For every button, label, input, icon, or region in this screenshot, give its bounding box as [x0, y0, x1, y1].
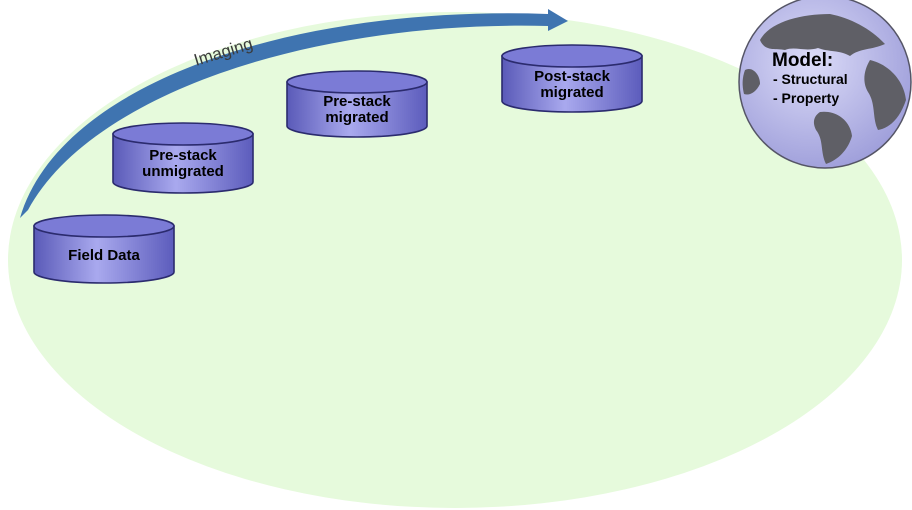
- post-stack-migrated-label-line: migrated: [540, 84, 603, 101]
- globe-land-west: [742, 68, 760, 95]
- model-item-structural: - Structural: [773, 71, 848, 87]
- cylinder-top: [112, 122, 254, 146]
- field-data-label-line: Field Data: [68, 247, 140, 264]
- globe-land-east: [864, 60, 906, 130]
- curved-arrow-icon: [20, 9, 568, 218]
- model-item-property: - Property: [773, 90, 839, 106]
- globe-land-north: [760, 14, 885, 56]
- post-stack-migrated-label-line: Post-stack: [534, 68, 611, 85]
- pre-stack-unmigrated-label-line: Pre-stack: [149, 147, 217, 164]
- cylinder-body: [286, 81, 428, 138]
- pre-stack-unmigrated-label-line: unmigrated: [142, 163, 224, 180]
- cylinder-body: [112, 133, 254, 194]
- cylinder-top: [286, 70, 428, 94]
- model-title: Model:: [772, 50, 833, 71]
- pre-stack-migrated-label-line: Pre-stack: [323, 93, 391, 110]
- model-globe: Model: - Structural - Property: [738, 0, 912, 169]
- cylinder-body: [501, 55, 643, 113]
- cylinder-top: [501, 44, 643, 68]
- cylinder-top: [33, 214, 175, 238]
- cylinder-body: [33, 225, 175, 284]
- globe-land-south: [813, 111, 852, 164]
- field-data-store: Field Data: [33, 214, 175, 284]
- pre-stack-migrated-label-line: migrated: [325, 109, 388, 126]
